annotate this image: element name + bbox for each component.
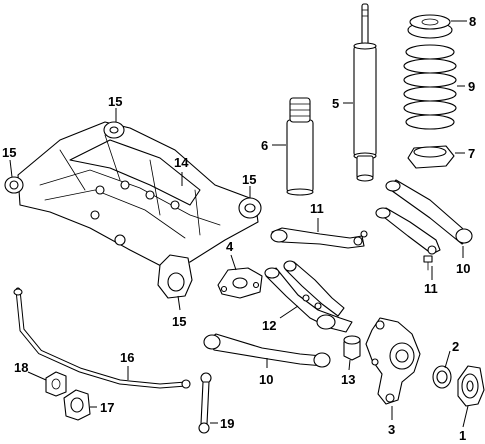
callouts: 1 2 3 4 5 6 7 8 9 10 10 11 11 12 13 14 1… xyxy=(2,14,476,443)
callout-14: 14 xyxy=(174,155,189,170)
callout-10-upper: 10 xyxy=(456,261,470,276)
callout-2: 2 xyxy=(452,339,459,354)
subframe-part-14 xyxy=(4,121,262,299)
stabilizer-bracket-part-17 xyxy=(63,389,91,421)
shock-absorber-part-5 xyxy=(353,3,377,182)
knuckle-part-3 xyxy=(365,317,421,405)
callout-15-top: 15 xyxy=(108,94,122,109)
callout-5: 5 xyxy=(332,96,339,111)
callout-13: 13 xyxy=(341,372,355,387)
bump-stop-part-6 xyxy=(286,97,314,196)
spring-seat-lower-part-7 xyxy=(407,145,455,169)
callout-11-center: 11 xyxy=(310,201,324,216)
callout-10-lower: 10 xyxy=(259,372,273,387)
callout-11-right: 11 xyxy=(424,281,438,296)
callout-18: 18 xyxy=(14,360,28,375)
wheel-bearing-part-2 xyxy=(432,365,452,389)
lower-link-part-10 xyxy=(203,333,331,368)
callout-8: 8 xyxy=(469,14,476,29)
stabilizer-bar-part-16 xyxy=(13,287,191,389)
callout-12: 12 xyxy=(262,318,276,333)
stabilizer-link-part-19 xyxy=(198,372,212,434)
callout-15-left: 15 xyxy=(2,145,16,160)
callout-17: 17 xyxy=(100,400,114,415)
callout-7: 7 xyxy=(468,146,475,161)
callout-15-right: 15 xyxy=(242,172,256,187)
callout-16: 16 xyxy=(120,350,134,365)
callout-3: 3 xyxy=(388,422,395,437)
callout-1: 1 xyxy=(459,428,466,443)
spring-pad-upper-part-8 xyxy=(407,14,453,39)
callout-9: 9 xyxy=(468,79,475,94)
callout-6: 6 xyxy=(261,138,268,153)
toe-link-part-11-right xyxy=(375,207,441,271)
upper-link-part-11-center xyxy=(270,227,368,249)
bracket-part-4 xyxy=(217,267,263,299)
callout-15-bottom: 15 xyxy=(172,314,186,329)
leader-lines xyxy=(9,20,469,428)
wheel-hub-part-1 xyxy=(457,365,485,407)
lower-control-arm-part-12 xyxy=(264,260,353,333)
callout-4: 4 xyxy=(226,239,234,254)
stabilizer-bushing-part-18 xyxy=(45,371,67,397)
control-arm-upper-part-10 xyxy=(385,179,473,245)
callout-19: 19 xyxy=(220,416,234,431)
coil-spring-part-9 xyxy=(403,44,457,130)
bushing-part-13 xyxy=(343,335,361,361)
